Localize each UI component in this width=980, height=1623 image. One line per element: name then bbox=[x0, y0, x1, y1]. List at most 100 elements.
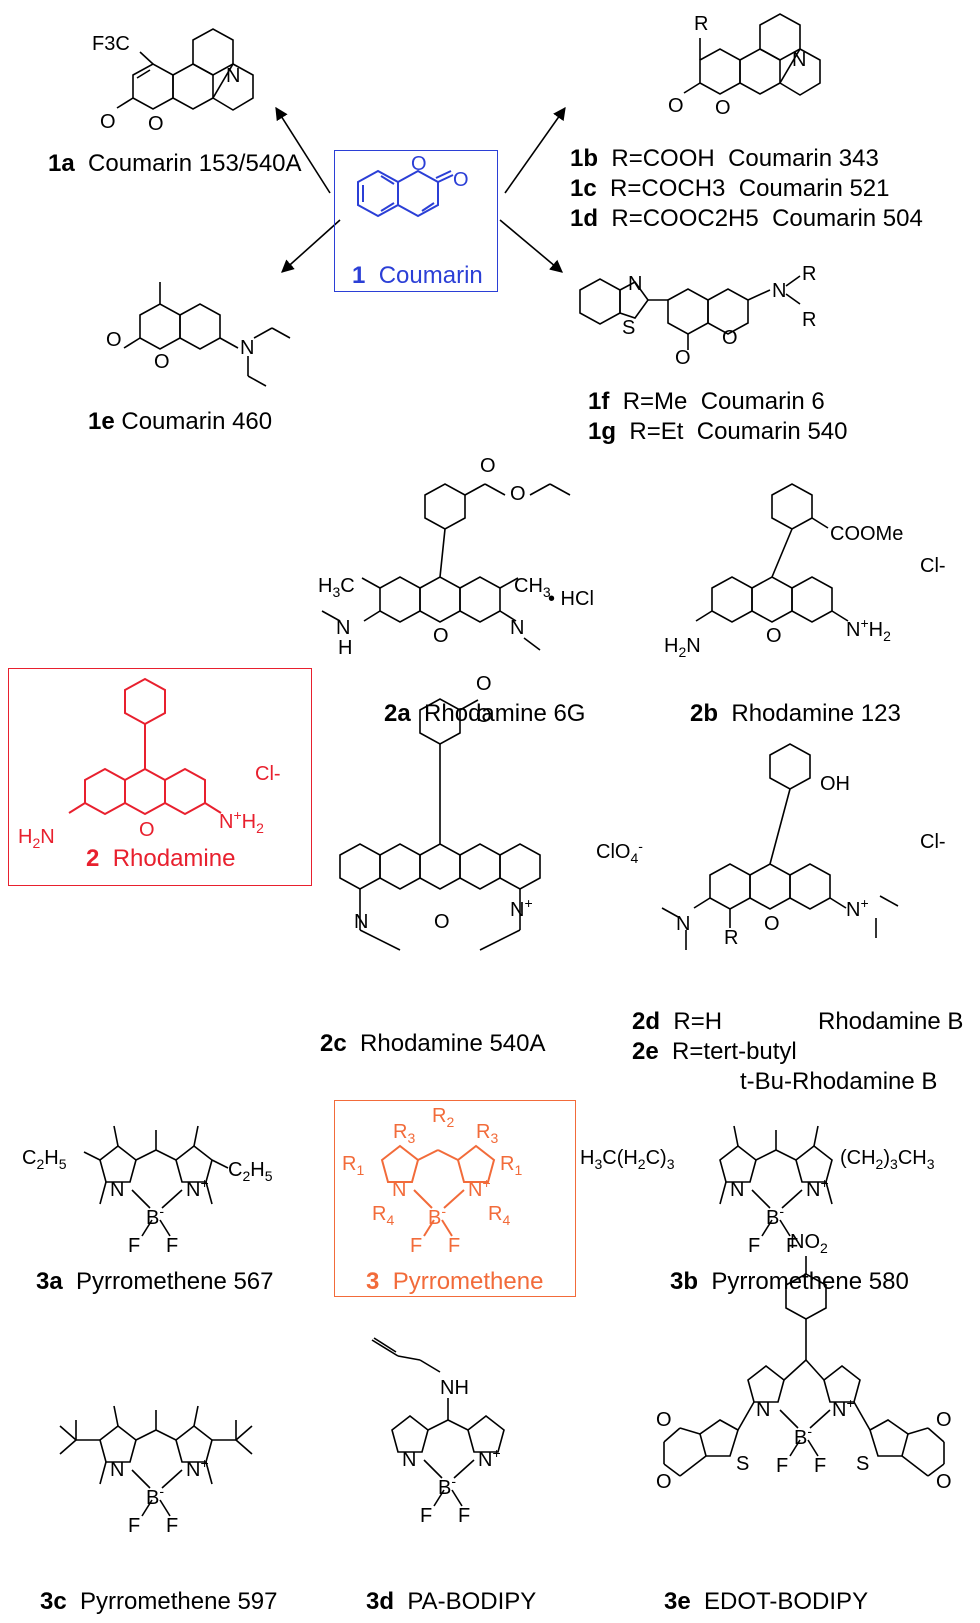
group-alkyl: H3C(H2C)3 bbox=[580, 1147, 675, 1172]
atom-o: O bbox=[656, 1409, 672, 1431]
atom-h: H bbox=[338, 637, 352, 659]
label-2a-salt: • HCl bbox=[548, 588, 594, 610]
structure-2d-2e bbox=[661, 743, 899, 950]
arrow-to-1b bbox=[504, 106, 566, 194]
structure-3c bbox=[59, 1405, 253, 1517]
structure-1f-1g bbox=[579, 275, 801, 350]
label-2e: 2e R=tert-butyl bbox=[632, 1038, 797, 1065]
atom-o: O bbox=[715, 97, 731, 119]
group-alkyl: (CH2)3CH3 bbox=[840, 1147, 935, 1172]
label-3c: 3c Pyrromethene 597 bbox=[40, 1588, 278, 1615]
atom-n: N bbox=[392, 1179, 406, 1201]
structure-3d bbox=[371, 1337, 505, 1507]
label-3: 3 Pyrromethene bbox=[366, 1268, 544, 1295]
atom-o: O bbox=[936, 1409, 952, 1431]
group-r: R bbox=[802, 263, 816, 285]
arrow-to-1e bbox=[281, 219, 341, 273]
atom-n-plus: N+ bbox=[510, 895, 533, 921]
atom-o: O bbox=[766, 625, 782, 647]
atom-f: F bbox=[748, 1235, 760, 1257]
atom-o: O bbox=[154, 351, 170, 373]
structure-2c bbox=[339, 698, 541, 951]
group-cf3: F3C bbox=[92, 33, 130, 55]
atom-n: N bbox=[110, 1459, 124, 1481]
group-r: R bbox=[694, 13, 708, 35]
atom-b-minus: B- bbox=[146, 1483, 164, 1509]
group-ch3: CH3 bbox=[514, 575, 551, 600]
structure-3e bbox=[663, 1256, 945, 1477]
atom-o: O bbox=[675, 347, 691, 369]
atom-f: F bbox=[410, 1235, 422, 1257]
atom-o: O bbox=[764, 913, 780, 935]
coumarin-core-box bbox=[334, 150, 498, 292]
label-1c: 1c R=COCH3 Coumarin 521 bbox=[570, 175, 890, 202]
atom-o: O bbox=[433, 625, 449, 647]
atom-n: N bbox=[354, 911, 368, 933]
label-2d-name: Rhodamine B bbox=[818, 1008, 964, 1035]
atom-f: F bbox=[420, 1505, 432, 1527]
atom-n: N bbox=[676, 913, 690, 935]
label-2b-counter: Cl- bbox=[920, 555, 946, 577]
atom-n-plus: N+ bbox=[806, 1175, 829, 1201]
atom-oh: O bbox=[476, 705, 492, 727]
atom-b-minus: B- bbox=[766, 1203, 784, 1229]
atom-f: F bbox=[786, 1235, 798, 1257]
group-r: R bbox=[802, 309, 816, 331]
atom-nh: NH bbox=[440, 1377, 469, 1399]
label-2a: 2a Rhodamine 6G bbox=[384, 700, 586, 727]
label-2c-counter: ClO4- bbox=[596, 838, 643, 866]
pyrromethene-core-structure bbox=[380, 1144, 496, 1237]
atom-o: O bbox=[148, 113, 164, 135]
atom-oh: OH bbox=[820, 773, 850, 795]
atom-o: O bbox=[656, 1471, 672, 1493]
atom-n-plus: N+ bbox=[832, 1395, 855, 1421]
label-1: 1 Coumarin bbox=[352, 262, 483, 289]
atom-n: N bbox=[510, 617, 524, 639]
atom-n: N bbox=[792, 49, 806, 71]
atom-b-minus: B- bbox=[794, 1423, 812, 1449]
structure-3b bbox=[719, 1125, 833, 1237]
atom-n: N bbox=[226, 65, 240, 87]
atom-f: F bbox=[814, 1455, 826, 1477]
label-1f: 1f R=Me Coumarin 6 bbox=[588, 388, 825, 415]
structure-2a bbox=[321, 483, 571, 651]
structure-1e bbox=[123, 282, 291, 387]
atom-n: N bbox=[628, 273, 642, 295]
atom-o: O bbox=[434, 911, 450, 933]
label-1d: 1d R=COOC2H5 Coumarin 504 bbox=[570, 205, 923, 232]
label-1e: 1e Coumarin 460 bbox=[88, 408, 273, 435]
label-2d: 2d R=H bbox=[632, 1008, 723, 1035]
atom-n: N bbox=[756, 1399, 770, 1421]
pyrromethene-core-box bbox=[334, 1100, 576, 1297]
atom-f: F bbox=[458, 1505, 470, 1527]
atom-o: O bbox=[100, 111, 116, 133]
atom-s: S bbox=[622, 317, 635, 339]
group-h2n: H2N bbox=[664, 635, 701, 660]
atom-n-plus: N+ bbox=[846, 895, 869, 921]
label-3d: 3d PA-BODIPY bbox=[366, 1588, 537, 1615]
label-2: 2 Rhodamine bbox=[86, 845, 236, 872]
atom-o: O bbox=[510, 483, 526, 505]
group-c2h5: C2H5 bbox=[22, 1147, 67, 1172]
atom-o: O bbox=[139, 819, 155, 841]
reaction-arrows bbox=[275, 106, 566, 273]
atom-n-plus: N+ bbox=[186, 1455, 209, 1481]
rhodamine-core-structure bbox=[68, 677, 222, 816]
structure-2b bbox=[695, 483, 849, 623]
group-h3c: H3C bbox=[318, 575, 355, 600]
atom-o: O bbox=[936, 1471, 952, 1493]
group-r: R bbox=[724, 927, 738, 949]
atom-o: O bbox=[476, 673, 492, 695]
group-h2n: H2N bbox=[18, 826, 55, 851]
coumarin-core-structure bbox=[357, 169, 454, 218]
label-2c: 2c Rhodamine 540A bbox=[320, 1030, 546, 1057]
arrow-to-1f bbox=[499, 219, 563, 273]
atom-f: F bbox=[166, 1235, 178, 1257]
label-3b: 3b Pyrromethene 580 bbox=[670, 1268, 909, 1295]
atom-n: N bbox=[402, 1449, 416, 1471]
label-2e-name: t-Bu-Rhodamine B bbox=[740, 1068, 938, 1095]
atom-n: N bbox=[730, 1179, 744, 1201]
atom-n: N bbox=[240, 337, 254, 359]
structure-3a bbox=[83, 1125, 229, 1237]
